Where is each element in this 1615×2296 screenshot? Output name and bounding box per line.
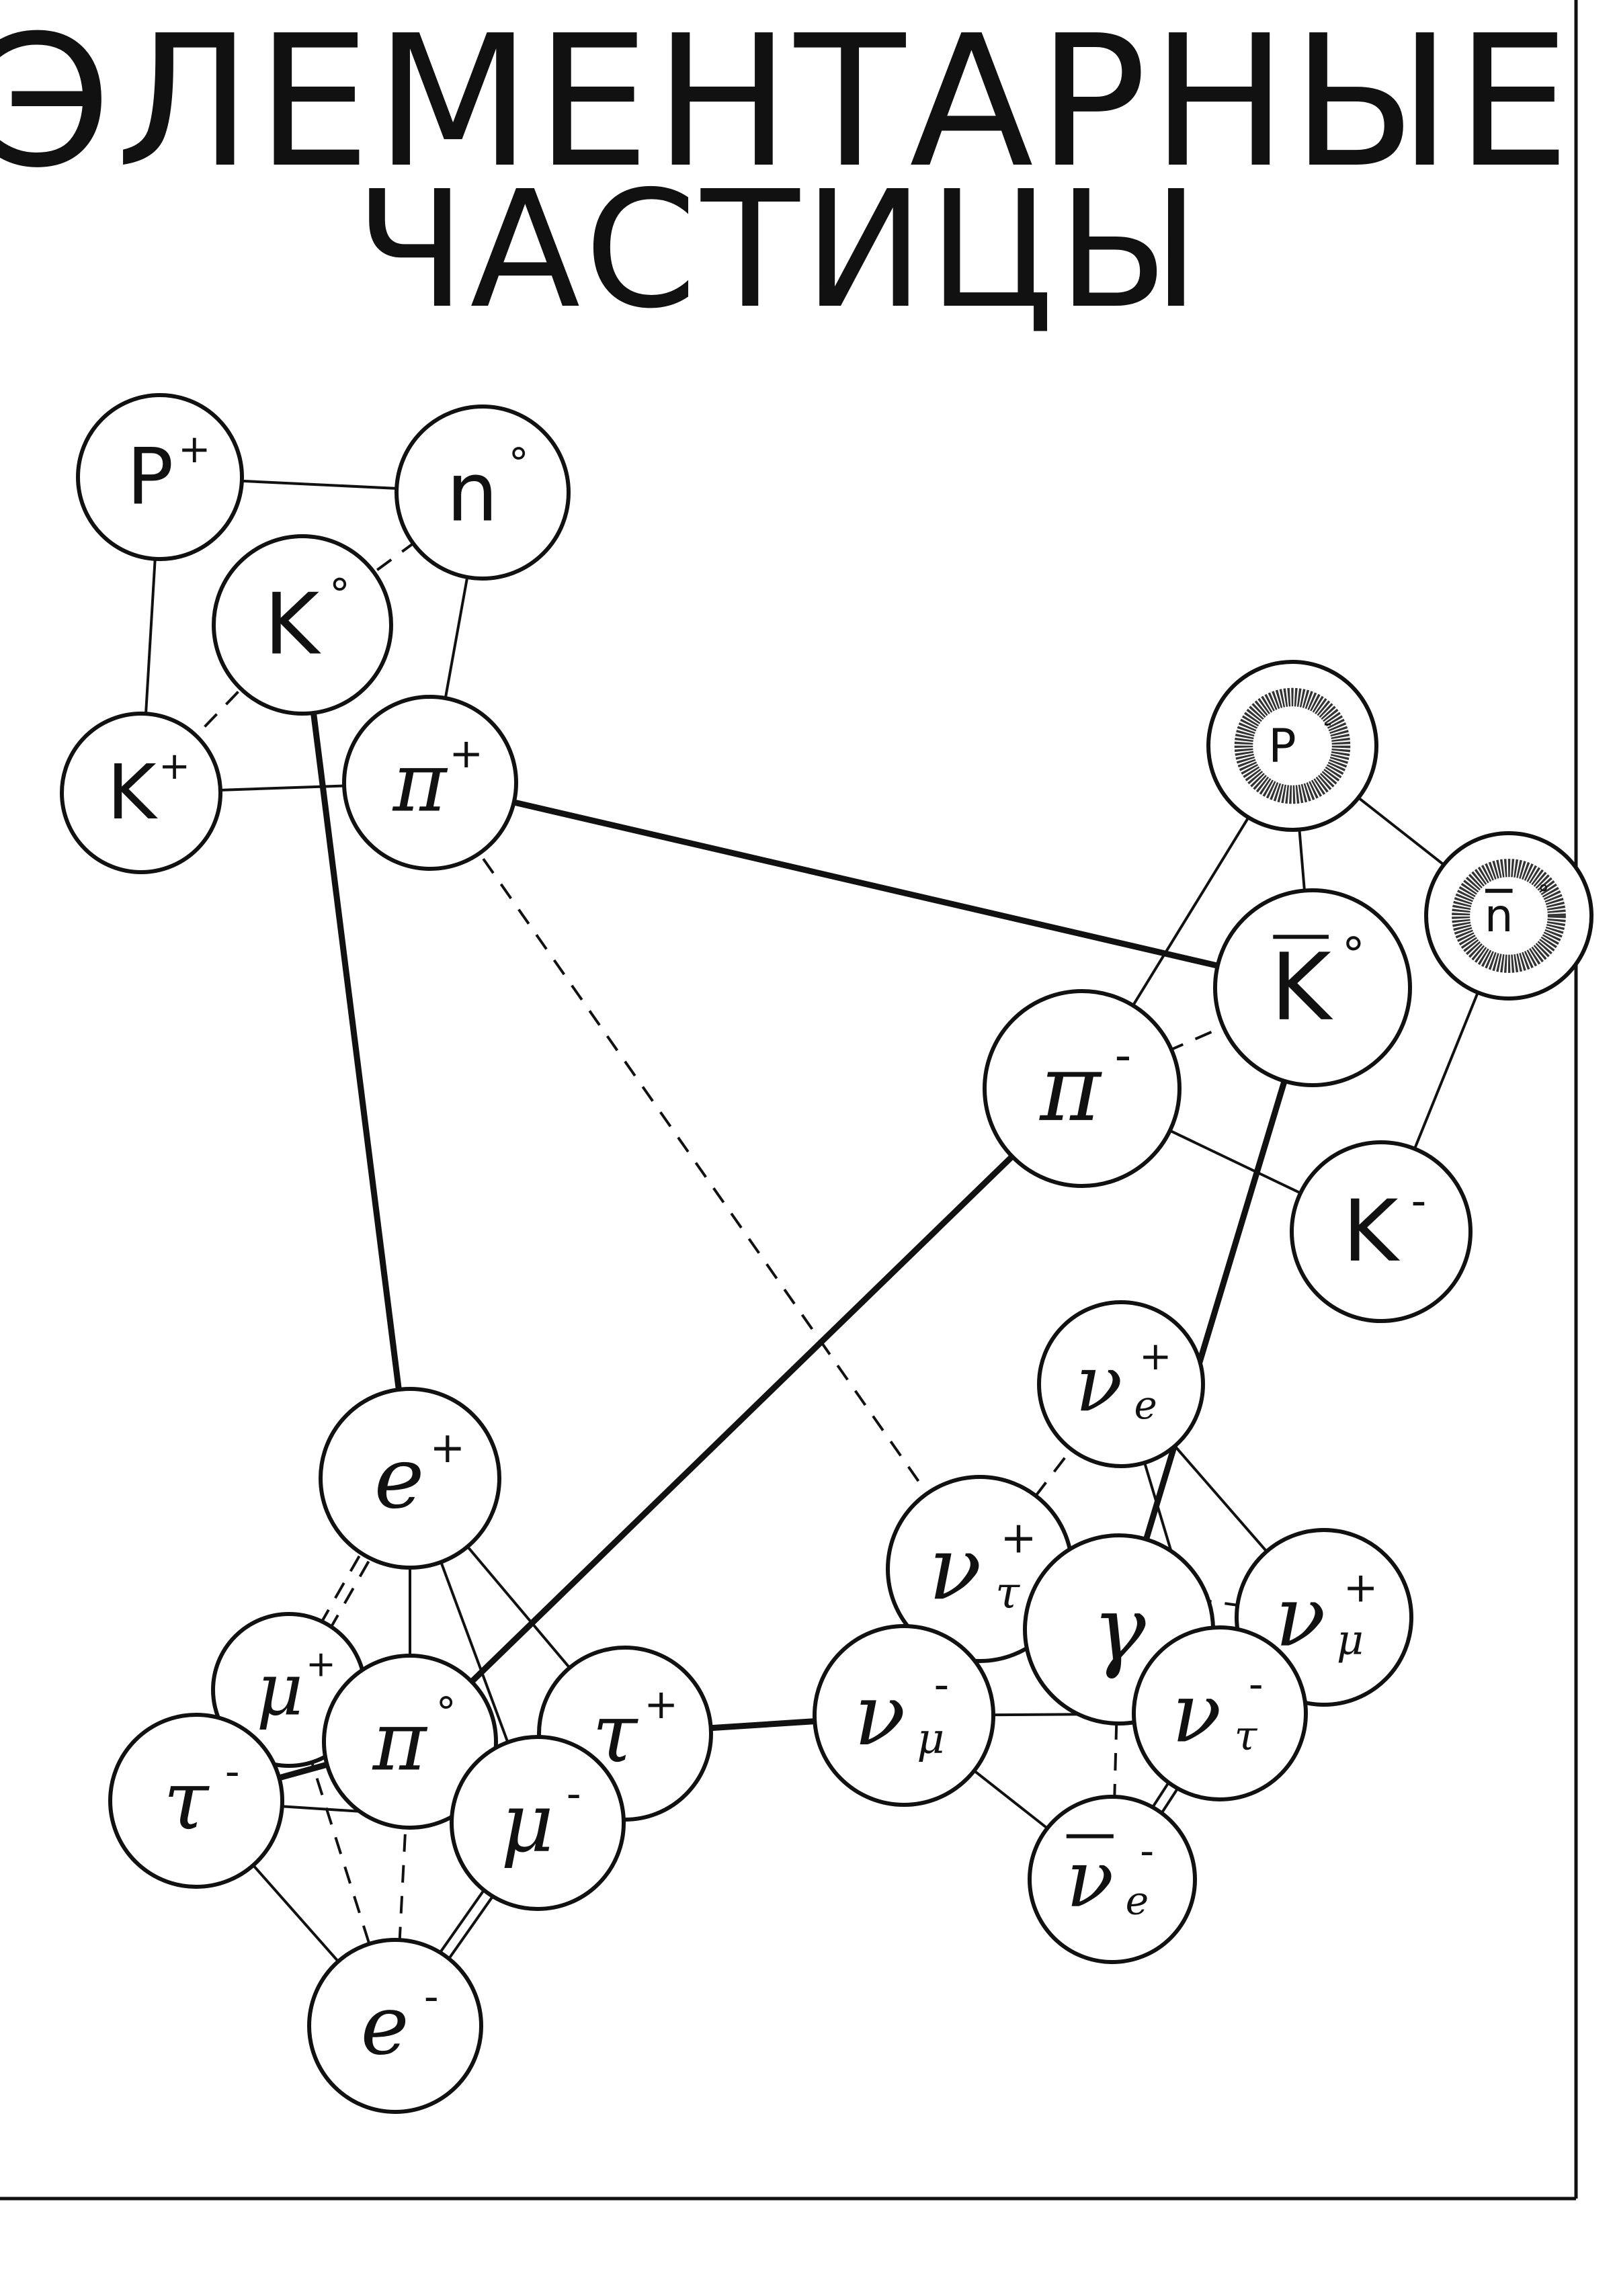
particle-symbol: μ: [257, 1648, 304, 1732]
particle-circle: [1290, 1140, 1473, 1323]
particle-nu-e-plus: ν +e: [1037, 1300, 1205, 1468]
particle-charge: -: [1140, 1828, 1154, 1874]
particle-circle: [342, 695, 518, 871]
particle-symbol: K: [107, 749, 158, 837]
particle-charge: -: [934, 1660, 949, 1709]
particle-p-plus: P+: [76, 393, 244, 561]
particle-tau-minus: τ-: [108, 1713, 284, 1889]
link-k_bar0-gamma: [1116, 986, 1316, 1631]
particle-charge: -: [1249, 1661, 1264, 1708]
particle-circle: [1037, 1300, 1205, 1468]
particle-charge: +: [306, 1643, 336, 1685]
particle-charge: +: [449, 730, 483, 777]
particle-circle: [813, 1624, 995, 1807]
particle-charge: +: [1000, 1513, 1037, 1563]
particle-symbol: π: [1038, 1035, 1102, 1142]
particle-symbol: n: [446, 444, 498, 540]
particle-charge: +: [159, 745, 190, 788]
particle-charge: -: [1114, 1029, 1131, 1082]
particle-symbol: K: [1270, 934, 1333, 1041]
particle-charge: °: [509, 440, 529, 487]
particle-e-plus: e+: [319, 1387, 501, 1570]
particle-charge: -: [567, 1771, 581, 1818]
particle-symbol: π: [392, 734, 448, 830]
particle-symbol: e: [374, 1429, 425, 1527]
particle-circle: [322, 1654, 498, 1830]
particle-symbol: ν: [1066, 1834, 1114, 1925]
particle-flavor: e: [1134, 1382, 1157, 1428]
particle-circle: [450, 1735, 626, 1911]
link-pi_minus-pi0: [407, 1086, 1085, 1744]
particle-flavor: μ: [917, 1713, 944, 1763]
particle-flavor: τ: [995, 1568, 1020, 1619]
particle-symbol: γ: [1092, 1578, 1146, 1681]
particle-symbol: K: [264, 576, 321, 674]
particle-charge: -: [225, 1748, 240, 1795]
title-line-1: ЭЛЕМЕНТАРНЫЕ: [0, 0, 1575, 208]
particle-symbol: ν: [1275, 1569, 1325, 1666]
particle-symbol: μ: [501, 1775, 554, 1870]
particle-circle: [108, 1713, 284, 1889]
particle-mu-minus: μ-: [450, 1735, 626, 1911]
particle-symbol: P: [1268, 719, 1296, 773]
particle-charge: +: [1343, 1564, 1378, 1612]
particle-k-bar0: K°: [1213, 888, 1412, 1087]
particle-n0: n°: [395, 405, 571, 581]
particle-charge: +: [644, 1681, 678, 1728]
link-k0-e_plus: [299, 624, 413, 1479]
particle-nu-bar-e: ν-e: [1028, 1795, 1197, 1964]
particle-n-bar0: n°: [1424, 831, 1593, 1001]
particle-charge: °: [329, 570, 350, 619]
particle-flavor: e: [1126, 1878, 1149, 1924]
particle-k-minus: K-: [1290, 1140, 1473, 1323]
particle-nu-tau-minus: ν- τ: [1132, 1625, 1308, 1801]
particle-symbol: P: [126, 431, 173, 522]
particle-e-minus: e-: [307, 1938, 483, 2114]
particle-circle: [983, 989, 1182, 1188]
particle-charge: +: [178, 426, 211, 472]
particle-symbol: ν: [854, 1666, 906, 1764]
title-line-2: ЧАСТИЦЫ: [356, 156, 1204, 344]
particle-nu-mu-minus: ν-μ: [813, 1624, 995, 1807]
particle-flavor: τ: [1235, 1713, 1258, 1760]
particle-pi-plus: π+: [342, 695, 518, 871]
particle-k0: K°: [212, 534, 393, 716]
particle-circle: [1213, 888, 1412, 1087]
particle-charge: °: [436, 1689, 456, 1736]
particle-p-minus: P-: [1206, 660, 1378, 832]
particle-flavor: μ: [1337, 1616, 1364, 1664]
particle-circle: [212, 534, 393, 716]
particle-symbol: n: [1485, 889, 1514, 942]
particle-charge: -: [1411, 1176, 1426, 1226]
particle-charge: +: [429, 1422, 465, 1472]
antiparticle-ring: [1452, 859, 1566, 973]
particle-symbol: ν: [928, 1517, 981, 1619]
particle-circle: [1132, 1625, 1308, 1801]
particle-circle: [395, 405, 571, 581]
particle-symbol: τ: [163, 1752, 210, 1848]
particle-circle: [76, 393, 244, 561]
particle-symbol: K: [1343, 1182, 1401, 1281]
particle-charge: +: [1139, 1333, 1172, 1379]
particle-k-plus: K+: [60, 712, 222, 874]
link-pi_plus-nu_tau_plus: [429, 781, 981, 1570]
particle-symbol: ν: [1171, 1665, 1221, 1760]
particle-charge: °: [1342, 928, 1365, 982]
particle-symbol: e: [361, 1978, 409, 2073]
particle-charge: -: [424, 1973, 439, 2021]
particle-pi-minus: π-: [983, 989, 1182, 1188]
particle-circle: [60, 712, 222, 874]
antiparticle-ring: [1234, 687, 1351, 804]
particle-symbol: π: [372, 1693, 428, 1789]
particle-charge: °: [1538, 880, 1549, 906]
particle-symbol: ν: [1075, 1338, 1122, 1429]
link-pi_plus-k_bar0: [429, 779, 1314, 991]
particle-pi0: π°: [322, 1654, 498, 1830]
particle-circle: [307, 1938, 483, 2114]
particle-circle: [319, 1387, 501, 1570]
particle-charge: -: [1323, 710, 1331, 737]
